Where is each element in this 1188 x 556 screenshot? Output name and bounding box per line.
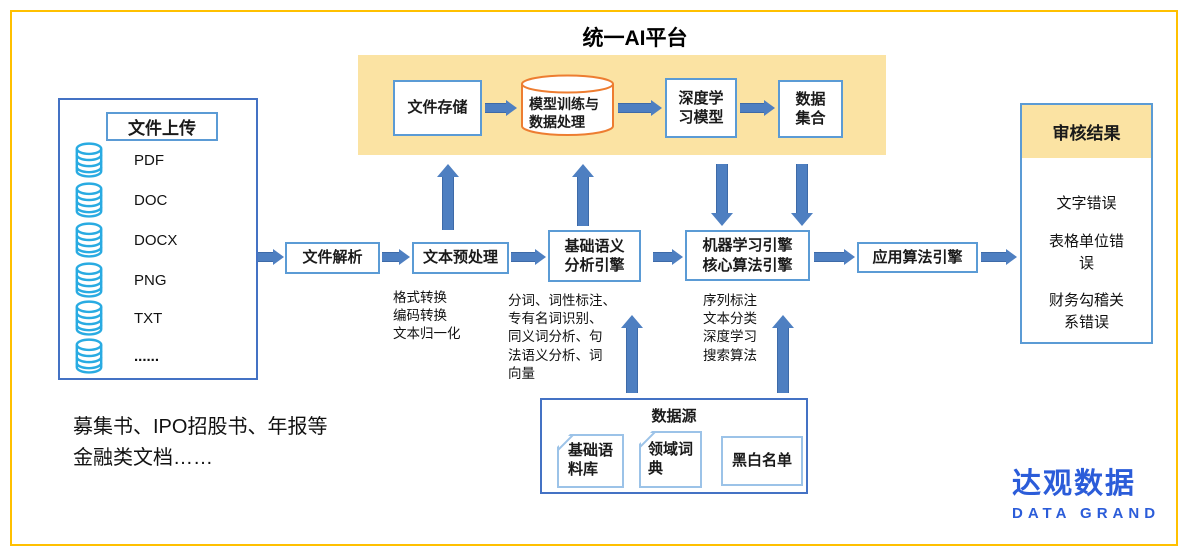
node-label: 模型训练与 数据处理 <box>529 96 599 131</box>
right-arrow-icon <box>382 249 410 265</box>
result-item: 表格单位错 误 <box>1048 232 1124 272</box>
node-label: 文件存储 <box>407 99 468 117</box>
up-arrow-icon <box>772 315 794 393</box>
data-source-title: 数据源 <box>651 408 697 425</box>
audit-results-list: 文字错误 表格单位错 误 财务勾稽关 系错误 <box>1022 193 1151 334</box>
card-base-corpus: 基础语 料库 <box>557 434 624 488</box>
database-icon <box>75 262 103 298</box>
database-icon <box>75 300 103 336</box>
right-arrow-icon <box>653 249 683 265</box>
database-icon <box>75 142 103 178</box>
up-arrow-icon <box>572 164 594 226</box>
right-arrow-icon <box>740 100 775 116</box>
node-deep-learning-model: 深度学 习模型 <box>665 78 737 138</box>
right-arrow-icon <box>814 249 855 265</box>
logo-english-text: DATA GRAND <box>1012 505 1161 522</box>
list-item: DOCX <box>74 220 177 260</box>
card-black-white-list: 黑白名单 <box>721 436 803 486</box>
audit-results-panel: 审核结果 文字错误 表格单位错 误 财务勾稽关 系错误 <box>1020 103 1153 344</box>
datagrand-logo: 达观数据 DATA GRAND <box>1012 460 1162 522</box>
up-arrow-icon <box>621 315 643 393</box>
semantic-analysis-note: 分词、词性标注、 专有名词识别、 同义词分析、句 法语义分析、词 向量 <box>508 293 616 381</box>
file-type-label: ...... <box>134 347 160 365</box>
card-label: 领域词 典 <box>647 440 693 477</box>
diagram-title: 统一AI平台 <box>582 27 688 50</box>
list-item: ...... <box>74 336 159 376</box>
node-label: 文件解析 <box>302 249 363 267</box>
file-type-label: TXT <box>134 309 163 327</box>
document-types-caption: 募集书、IPO招股书、年报等 金融类文档…… <box>73 416 328 469</box>
down-arrow-icon <box>711 164 733 226</box>
node-machine-learning-engine: 机器学习引擎 核心算法引擎 <box>685 230 810 281</box>
card-label: 黑白名单 <box>731 451 792 469</box>
node-label: 机器学习引擎 核心算法引擎 <box>702 237 793 274</box>
database-icon <box>75 338 103 374</box>
right-arrow-icon <box>258 249 284 265</box>
database-icon <box>75 222 103 258</box>
down-arrow-icon <box>791 164 813 226</box>
node-label: 基础语义 分析引擎 <box>564 237 625 275</box>
file-type-label: DOCX <box>134 231 178 249</box>
file-upload-title: 文件上传 <box>106 112 218 141</box>
list-item: TXT <box>74 298 162 338</box>
list-item: DOC <box>74 180 167 220</box>
node-label: 应用算法引擎 <box>872 248 963 266</box>
file-type-label: DOC <box>134 191 168 209</box>
up-arrow-icon <box>437 164 459 230</box>
node-data-collection: 数据 集合 <box>778 80 843 138</box>
right-arrow-icon <box>618 100 662 116</box>
result-item: 财务勾稽关 系错误 <box>1048 292 1124 331</box>
node-application-algorithm-engine: 应用算法引擎 <box>857 242 978 273</box>
file-type-label: PDF <box>134 151 164 169</box>
card-label: 基础语 料库 <box>567 442 613 478</box>
audit-results-title: 审核结果 <box>1022 105 1151 158</box>
node-file-storage: 文件存储 <box>393 80 482 136</box>
data-source-panel: 数据源 基础语 料库 领域词 典 黑白名单 <box>540 398 808 494</box>
node-semantic-analysis-engine: 基础语义 分析引擎 <box>548 230 641 282</box>
file-type-label: PNG <box>134 271 167 289</box>
database-icon <box>75 182 103 218</box>
result-item: 文字错误 <box>1056 195 1117 212</box>
logo-chinese-text: 达观数据 <box>1012 468 1137 500</box>
right-arrow-icon <box>485 100 517 116</box>
preprocess-note: 格式转换 编码转换 文本归一化 <box>393 290 461 342</box>
list-item: PDF <box>74 140 164 180</box>
file-upload-panel: 文件上传 PDF DOC DOCX PNG TXT ...... <box>58 98 258 380</box>
list-item: PNG <box>74 260 167 300</box>
node-label: 文本预处理 <box>422 249 498 267</box>
node-label: 数据 集合 <box>795 90 826 128</box>
right-arrow-icon <box>981 249 1017 265</box>
node-model-training-cylinder: 模型训练与 数据处理 <box>520 74 615 138</box>
card-domain-dictionary: 领域词 典 <box>639 431 702 488</box>
node-label: 深度学 习模型 <box>678 89 724 127</box>
node-file-parsing: 文件解析 <box>285 242 380 274</box>
right-arrow-icon <box>511 249 546 265</box>
node-text-preprocessing: 文本预处理 <box>412 242 509 274</box>
cylinder-icon <box>521 74 614 136</box>
machine-learning-note: 序列标注 文本分类 深度学习 搜索算法 <box>703 293 757 363</box>
